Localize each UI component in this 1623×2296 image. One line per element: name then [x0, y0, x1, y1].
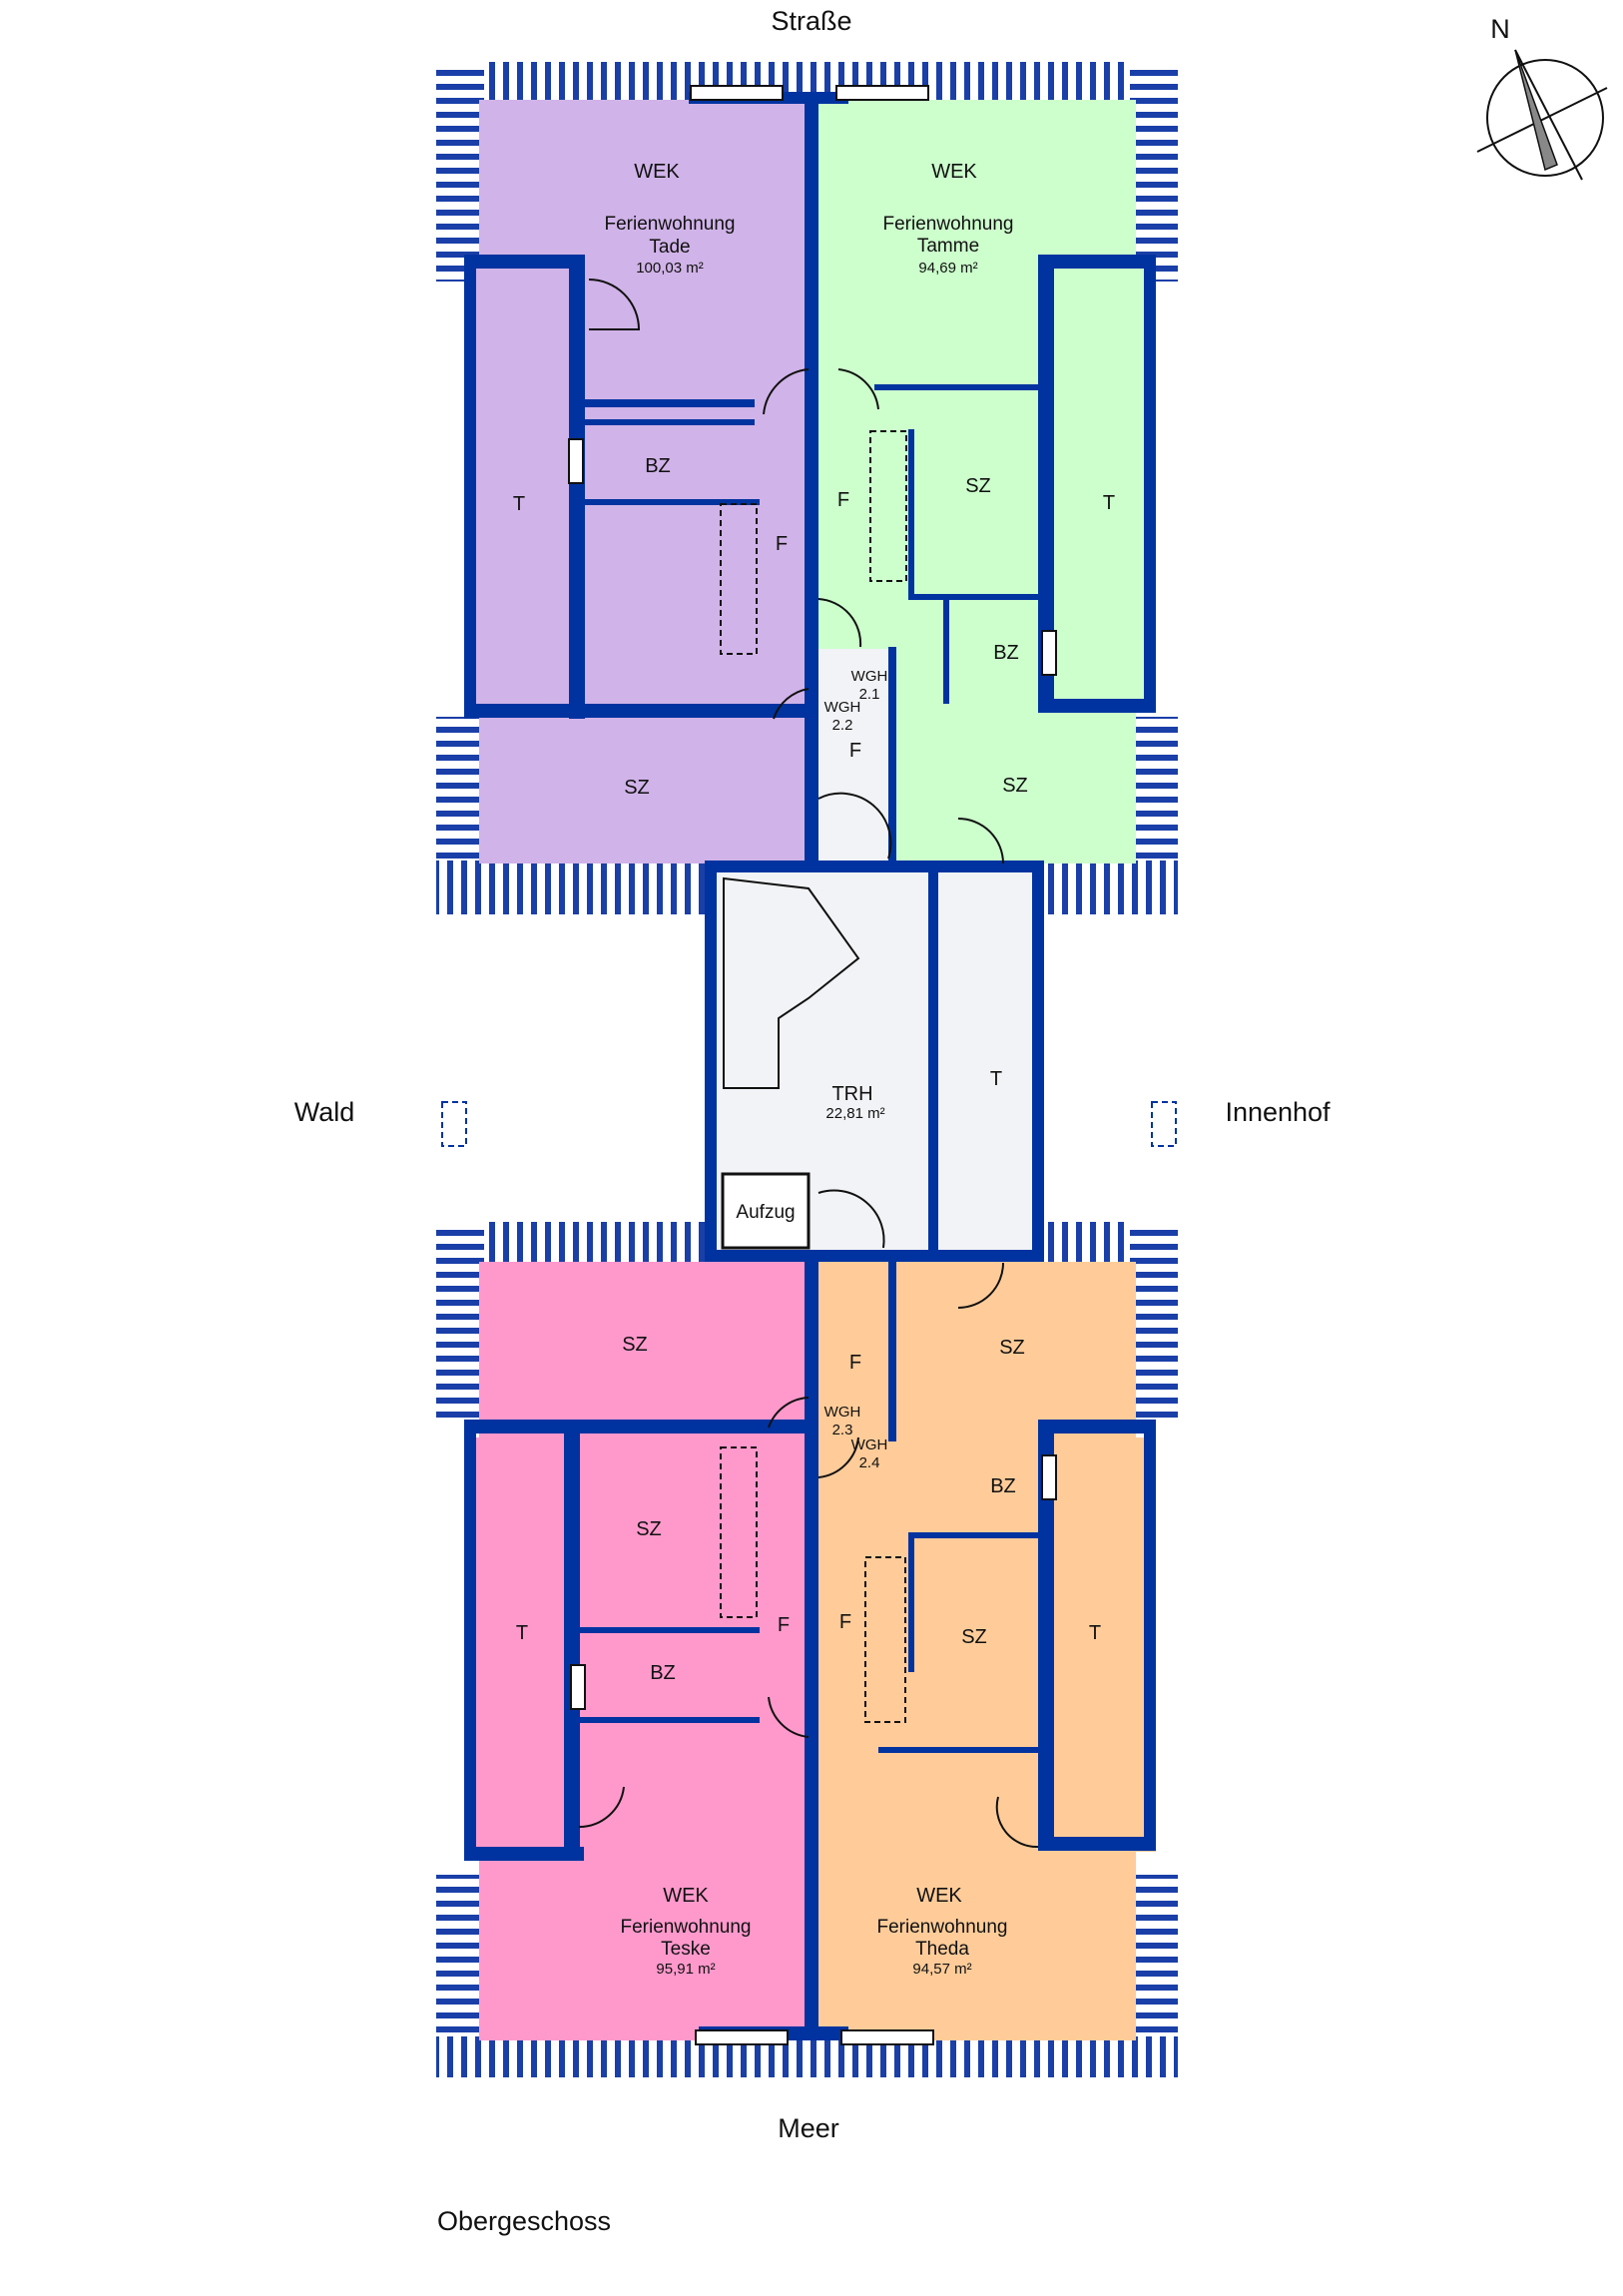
north-compass-icon	[1476, 49, 1608, 181]
room-label: F	[849, 740, 861, 762]
apartment-name: Tade	[649, 237, 690, 258]
room-label: BZ	[993, 642, 1019, 664]
marker-wald	[441, 1101, 467, 1147]
room-label: T	[1103, 492, 1115, 514]
apartment-area: 94,57 m²	[912, 1961, 971, 1978]
wgh-label: WGH	[824, 1404, 861, 1421]
orientation-top: Straße	[771, 6, 851, 36]
floor-label: Obergeschoss	[437, 2206, 611, 2236]
room-label: BZ	[990, 1475, 1016, 1497]
common-areas: WGH 2.1 WGH 2.2 F TRH 22,81 m² T WGH 2.3…	[824, 668, 1002, 1471]
apartment-name: Theda	[915, 1939, 969, 1960]
room-label: F	[849, 1352, 861, 1374]
room-label: T	[1089, 1622, 1101, 1644]
room-label: SZ	[1002, 775, 1028, 797]
north-label: N	[1490, 14, 1510, 44]
apartment-area: 95,91 m²	[656, 1961, 715, 1978]
wgh-number: 2.4	[859, 1454, 880, 1471]
room-label: SZ	[636, 1518, 662, 1540]
wgh-number: 2.1	[859, 686, 880, 703]
room-label: SZ	[961, 1626, 987, 1648]
room-label: WEK	[931, 161, 977, 183]
wgh-number: 2.3	[832, 1422, 853, 1438]
apartment-title: Ferienwohnung	[621, 1917, 752, 1938]
room-label: T	[990, 1068, 1002, 1090]
tamme-storage-room	[1038, 262, 1156, 701]
marker-innenhof	[1151, 1101, 1177, 1147]
elevator-label: Aufzug	[736, 1202, 795, 1223]
common-corridor-upper	[814, 649, 896, 870]
tade-storage-room	[469, 262, 579, 711]
internal-staircases	[720, 430, 907, 1723]
apartment-area: 100,03 m²	[636, 260, 704, 277]
room-label: SZ	[624, 777, 650, 799]
room-label: F	[776, 533, 788, 555]
room-label: SZ	[999, 1337, 1025, 1359]
orientation-left: Wald	[294, 1097, 355, 1127]
room-label: WEK	[663, 1885, 709, 1907]
apartment-name: Tamme	[917, 236, 979, 257]
roof-edges-upper	[436, 62, 1178, 914]
orientation-bottom: Meer	[778, 2113, 839, 2143]
apartment-teske: SZ SZ T BZ F WEK Ferienwohnung Teske 95,…	[516, 1334, 790, 1978]
room-label: SZ	[965, 475, 991, 497]
teske-storage-room	[469, 1437, 579, 1857]
room-label: SZ	[622, 1334, 648, 1356]
room-label: BZ	[645, 455, 671, 477]
room-label: WEK	[916, 1885, 962, 1907]
stairwell-area: 22,81 m²	[825, 1105, 884, 1122]
room-label: F	[837, 489, 849, 511]
elevator-box	[721, 1172, 811, 1250]
doors[interactable]	[578, 279, 1039, 1849]
apartment-title: Ferienwohnung	[883, 214, 1014, 235]
wgh-number: 2.2	[832, 717, 853, 734]
apartment-theda: SZ F BZ F SZ T WEK Ferienwohnung Theda 9…	[839, 1337, 1101, 1978]
roof-edges-lower	[436, 1222, 1178, 2077]
apartment-tade: WEK Ferienwohnung Tade 100,03 m² T BZ F …	[513, 161, 788, 799]
apartment-title: Ferienwohnung	[877, 1917, 1008, 1938]
room-label: T	[516, 1622, 528, 1644]
apartment-name: Teske	[661, 1939, 711, 1960]
room-label: F	[839, 1611, 851, 1633]
walls	[464, 92, 1156, 2040]
room-label: WEK	[634, 161, 680, 183]
wgh-label: WGH	[824, 699, 861, 716]
orientation-right: Innenhof	[1225, 1097, 1331, 1127]
apartment-tamme: WEK Ferienwohnung Tamme 94,69 m² F SZ T …	[837, 161, 1115, 797]
wgh-label: WGH	[851, 1436, 888, 1453]
theda-storage-room	[1038, 1437, 1156, 1852]
room-label: F	[778, 1614, 790, 1636]
stairwell-label: TRH	[831, 1083, 872, 1105]
wgh-label: WGH	[851, 668, 888, 685]
windows	[568, 85, 1057, 2045]
apartment-title: Ferienwohnung	[605, 214, 736, 235]
apartment-area: 94,69 m²	[918, 260, 977, 277]
room-label: BZ	[650, 1662, 676, 1684]
room-label: T	[513, 493, 525, 515]
